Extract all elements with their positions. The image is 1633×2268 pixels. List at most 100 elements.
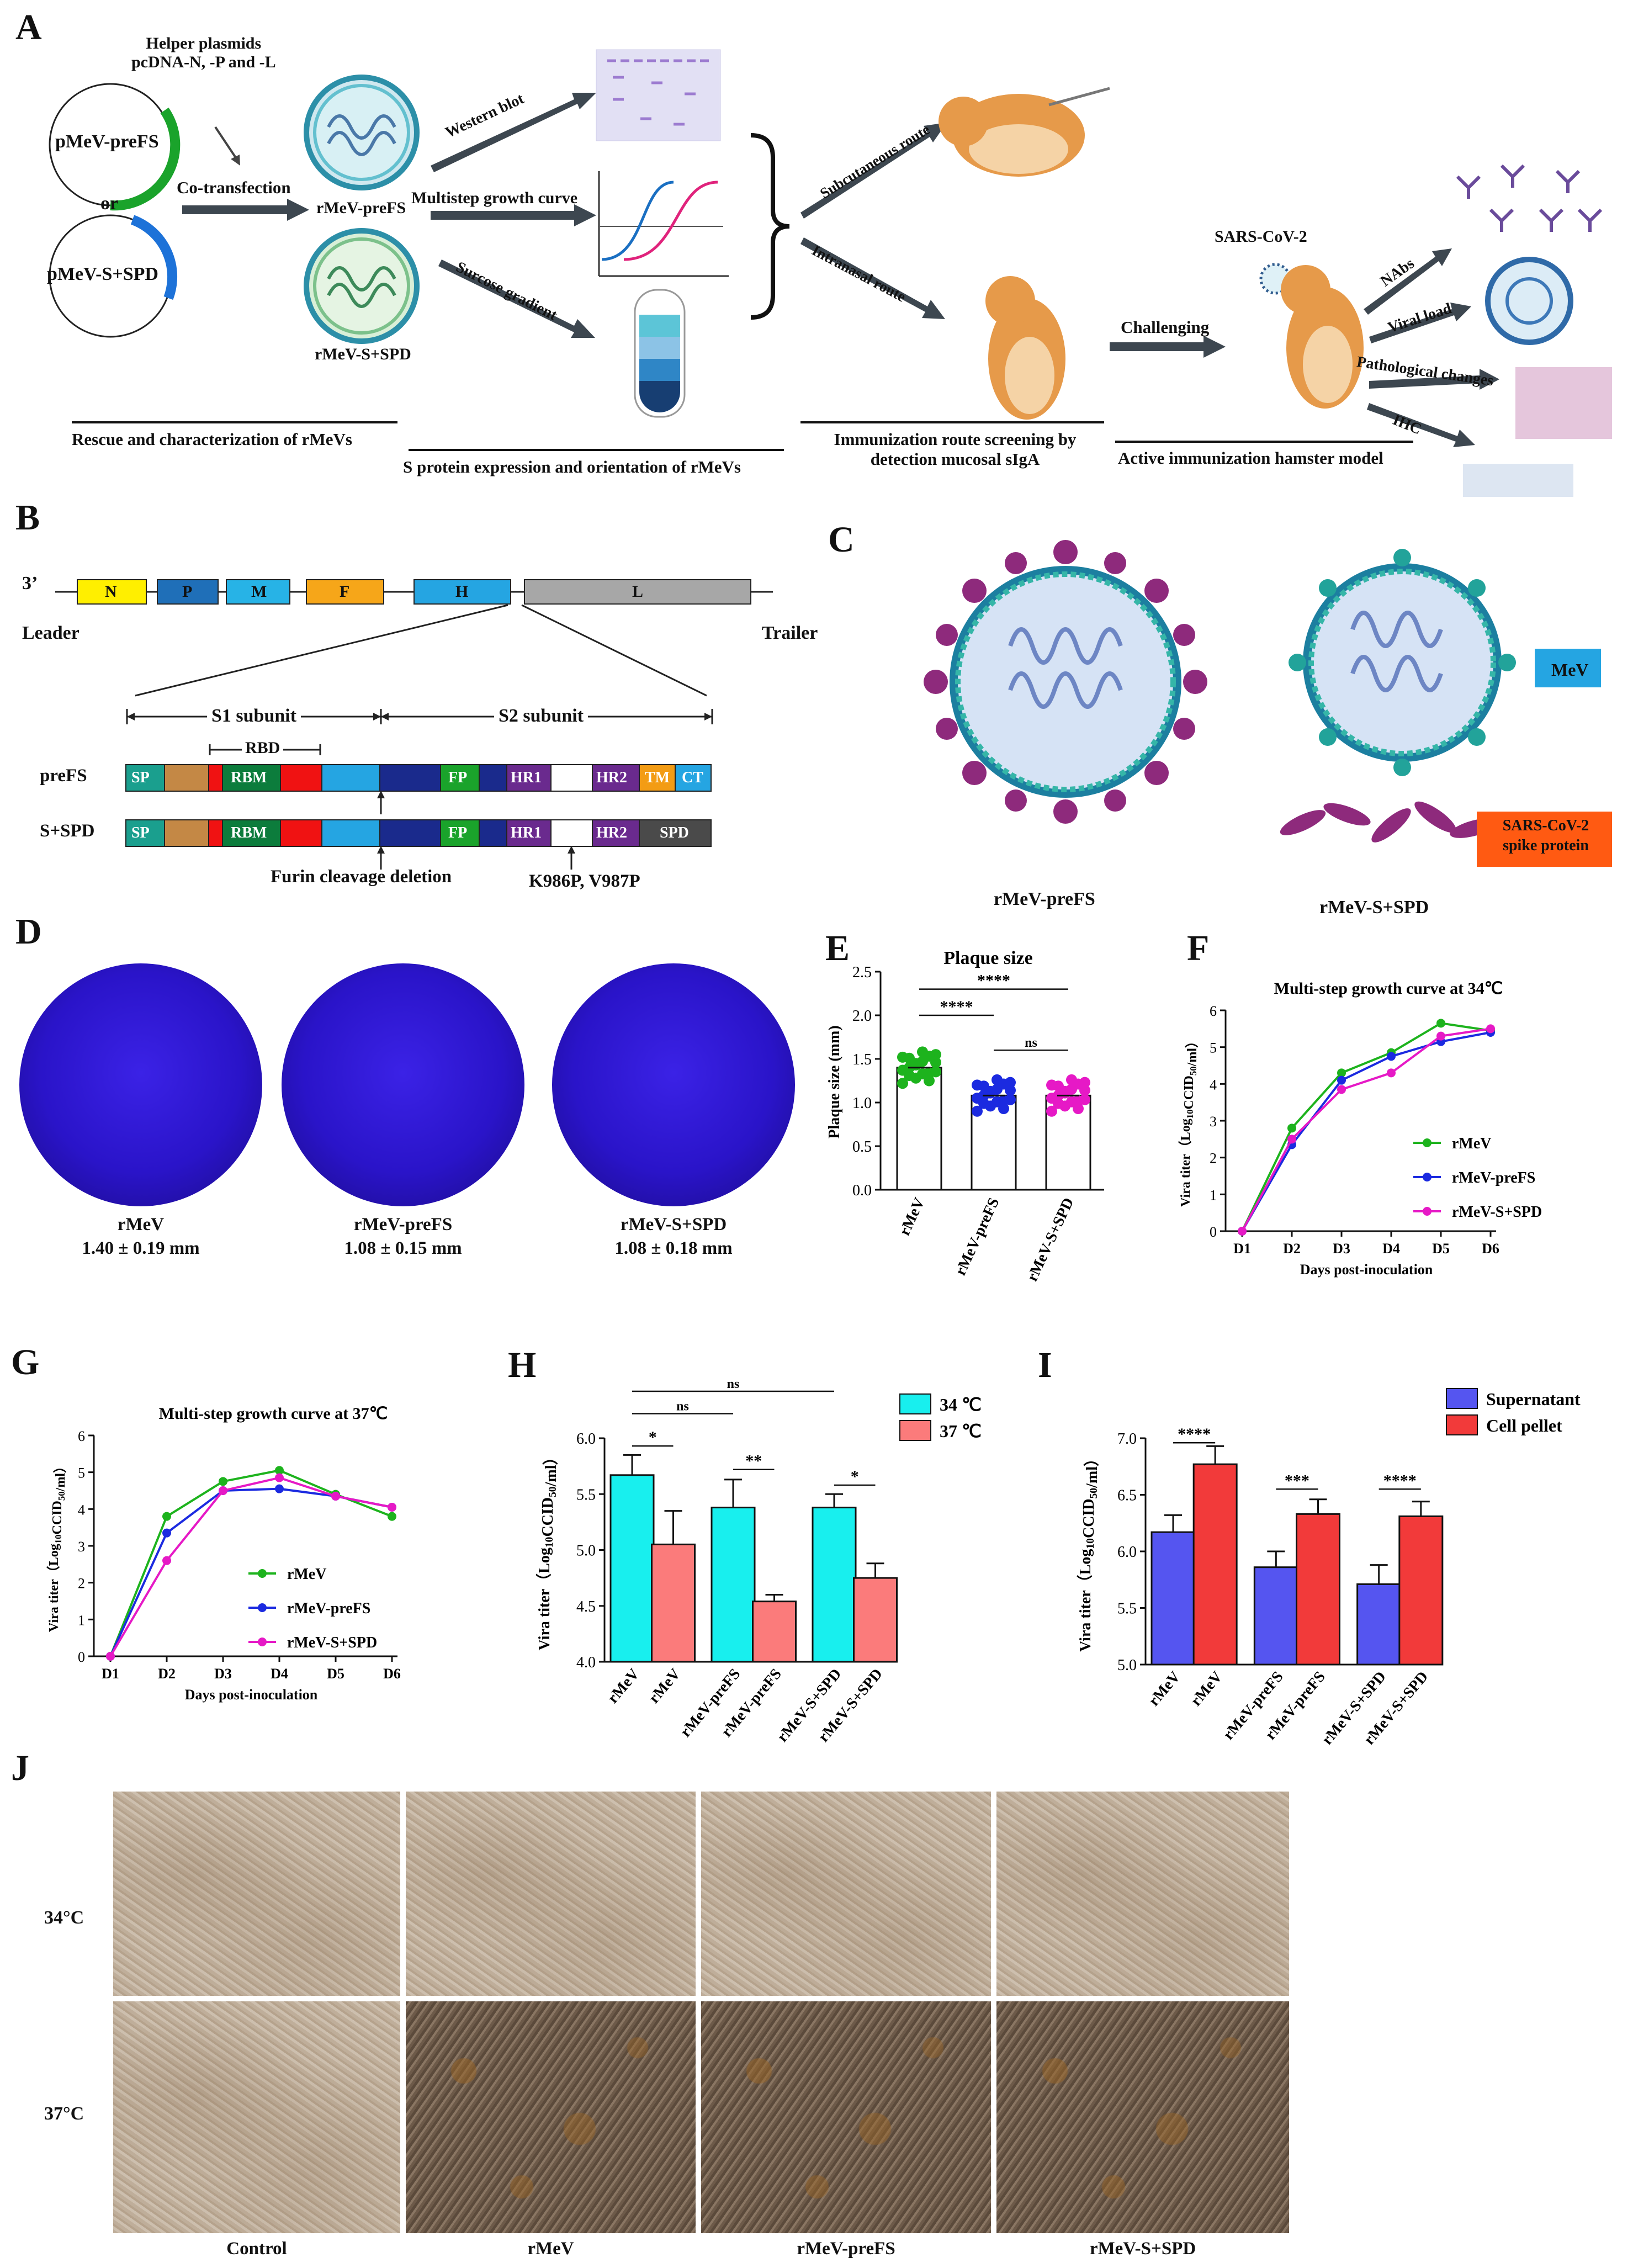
dish-rmev-name: rMeV — [117, 1215, 165, 1234]
chart-i-y-tick-label: 7.0 — [1117, 1430, 1137, 1448]
chart-h-legend-label: 37 ℃ — [940, 1421, 982, 1441]
col-label-prefs: rMeV-preFS — [797, 2239, 895, 2259]
dish-rmev-size: 1.40 ± 0.19 mm — [82, 1238, 200, 1258]
chart-g-point — [219, 1486, 227, 1495]
dish-prefs-size: 1.08 ± 0.15 mm — [344, 1238, 462, 1258]
micrograph-37-rmev — [406, 2001, 696, 2233]
chart-e-point — [1073, 1103, 1084, 1115]
panel-label-b: B — [15, 497, 40, 538]
prefs-label: preFS — [40, 766, 87, 786]
chart-f-y-tick-label: 4 — [1210, 1077, 1217, 1093]
chart-i-bar — [1150, 1531, 1196, 1666]
chart-g-point — [388, 1503, 396, 1512]
chart-f-point — [1287, 1135, 1296, 1144]
prefs-hr1: HR1 — [511, 769, 542, 786]
chart-f-legend-label: rMeV-preFS — [1452, 1169, 1535, 1186]
chart-e-point — [972, 1105, 983, 1117]
chart-i-legend-swatch — [1446, 1388, 1478, 1409]
chart-f-legend-label: rMeV — [1452, 1135, 1492, 1152]
col-label-control: Control — [226, 2239, 287, 2259]
chart-e-x-label: rMeV-S+SPD — [1024, 1195, 1077, 1284]
chart-f-point — [1436, 1031, 1445, 1041]
chart-e-point — [924, 1075, 935, 1087]
plasmid-prefs-label: pMeV-preFS — [55, 131, 159, 152]
cotransfection-label: Co-transfection — [177, 178, 291, 197]
chart-f-xlabel: Days post-inoculation — [1300, 1262, 1433, 1278]
chart-e-point — [924, 1050, 935, 1062]
chart-e-sig-2-label: **** — [977, 972, 1010, 990]
chart-g-x-tick-label: D2 — [158, 1666, 176, 1682]
chart-g-y-tick-label: 5 — [78, 1465, 85, 1481]
chart-i-bar — [1253, 1566, 1298, 1666]
plaque-dish-prefs — [282, 963, 524, 1206]
chart-g-y-tick-label: 3 — [78, 1539, 85, 1555]
chart-f-ylabel: Vira titer（Log10CCID50/ml） — [1178, 1035, 1200, 1207]
chart-e-point — [1059, 1085, 1070, 1097]
chart-f-x-tick-label: D1 — [1233, 1241, 1251, 1257]
chart-f-point — [1238, 1227, 1247, 1236]
chart-f-y-tick-label: 6 — [1210, 1003, 1217, 1019]
chart-g-point — [388, 1512, 396, 1521]
panel-label-f: F — [1187, 928, 1210, 968]
chart-f-point — [1387, 1052, 1396, 1061]
chart-g-legend-marker — [258, 1638, 267, 1646]
chart-e-point — [1005, 1094, 1016, 1105]
genome-diagram — [55, 579, 773, 870]
sspd-rbm: RBM — [231, 824, 267, 841]
chart-g-legend-label: rMeV — [287, 1566, 327, 1583]
chart-h-sig-5-label: ns — [727, 1377, 740, 1391]
sspd-hr1: HR1 — [511, 824, 542, 841]
chart-e-point — [1079, 1094, 1090, 1105]
micrograph-37-control — [113, 2001, 400, 2233]
prefs-fp: FP — [448, 769, 468, 786]
chart-f-y-tick-label: 2 — [1210, 1151, 1217, 1167]
virus-prefs-label: rMeV-preFS — [316, 199, 406, 217]
chart-e-point — [910, 1058, 921, 1069]
chart-h-x-label: rMeV — [645, 1666, 684, 1707]
chart-g-x-tick-label: D5 — [327, 1666, 344, 1682]
chart-e-x-label: rMeV-preFS — [952, 1195, 1003, 1278]
mutation-label: K986P, V987P — [529, 871, 640, 891]
chart-h-sig-3-label: * — [851, 1467, 859, 1486]
chart-h-legend-swatch — [899, 1420, 931, 1441]
chart-f-legend-marker — [1423, 1173, 1431, 1181]
chart-i-bar — [1398, 1515, 1444, 1666]
plasmid-sspd-label: pMeV-S+SPD — [47, 264, 158, 284]
chart-g-x-tick-label: D1 — [102, 1666, 119, 1682]
sspd-sp: SP — [131, 824, 150, 841]
chart-e-point — [992, 1096, 1003, 1107]
chart-g-point — [275, 1473, 284, 1482]
chart-f-x-tick-label: D3 — [1333, 1241, 1350, 1257]
chart-e-title: Plaque size — [943, 948, 1032, 968]
chart-e-point — [1046, 1105, 1057, 1117]
gene-m: M — [251, 582, 267, 601]
furin-label: Furin cleavage deletion — [271, 867, 452, 887]
chart-g-y-tick-label: 4 — [78, 1502, 85, 1518]
micrograph-37-sspd — [996, 2001, 1289, 2233]
chart-e-point — [998, 1078, 1009, 1090]
chart-g-y-tick-label: 0 — [78, 1649, 85, 1665]
panel-label-e: E — [825, 928, 850, 968]
chart-h-bar — [711, 1507, 756, 1663]
chart-i-legend-label: Cell pellet — [1486, 1416, 1562, 1435]
chart-f-point — [1337, 1085, 1346, 1094]
sspd-label: S+SPD — [40, 821, 95, 841]
chart-e-y-tick-label: 0.0 — [852, 1182, 872, 1199]
chart-g-point — [275, 1466, 284, 1475]
chart-f-y-tick-label: 1 — [1210, 1187, 1217, 1203]
caption-immunization-route: Immunization route screening by detectio… — [834, 430, 1077, 469]
panel-label-j: J — [11, 1748, 29, 1788]
chart-i-bar — [1356, 1583, 1402, 1666]
chart-f-point — [1387, 1068, 1396, 1078]
chart-e-y-tick-label: 1.0 — [852, 1095, 872, 1112]
col-label-rmev: rMeV — [527, 2239, 574, 2259]
chart-e-point — [897, 1078, 908, 1089]
chart-g-y-tick-label: 1 — [78, 1612, 85, 1628]
chart-f-x-tick-label: D4 — [1382, 1241, 1400, 1257]
chart-f-series-line — [1241, 1031, 1491, 1232]
chart-h-bar — [609, 1474, 655, 1663]
panel-label-g: G — [11, 1342, 40, 1382]
prefs-ct: CT — [682, 769, 703, 786]
chart-g-x-tick-label: D6 — [383, 1666, 401, 1682]
